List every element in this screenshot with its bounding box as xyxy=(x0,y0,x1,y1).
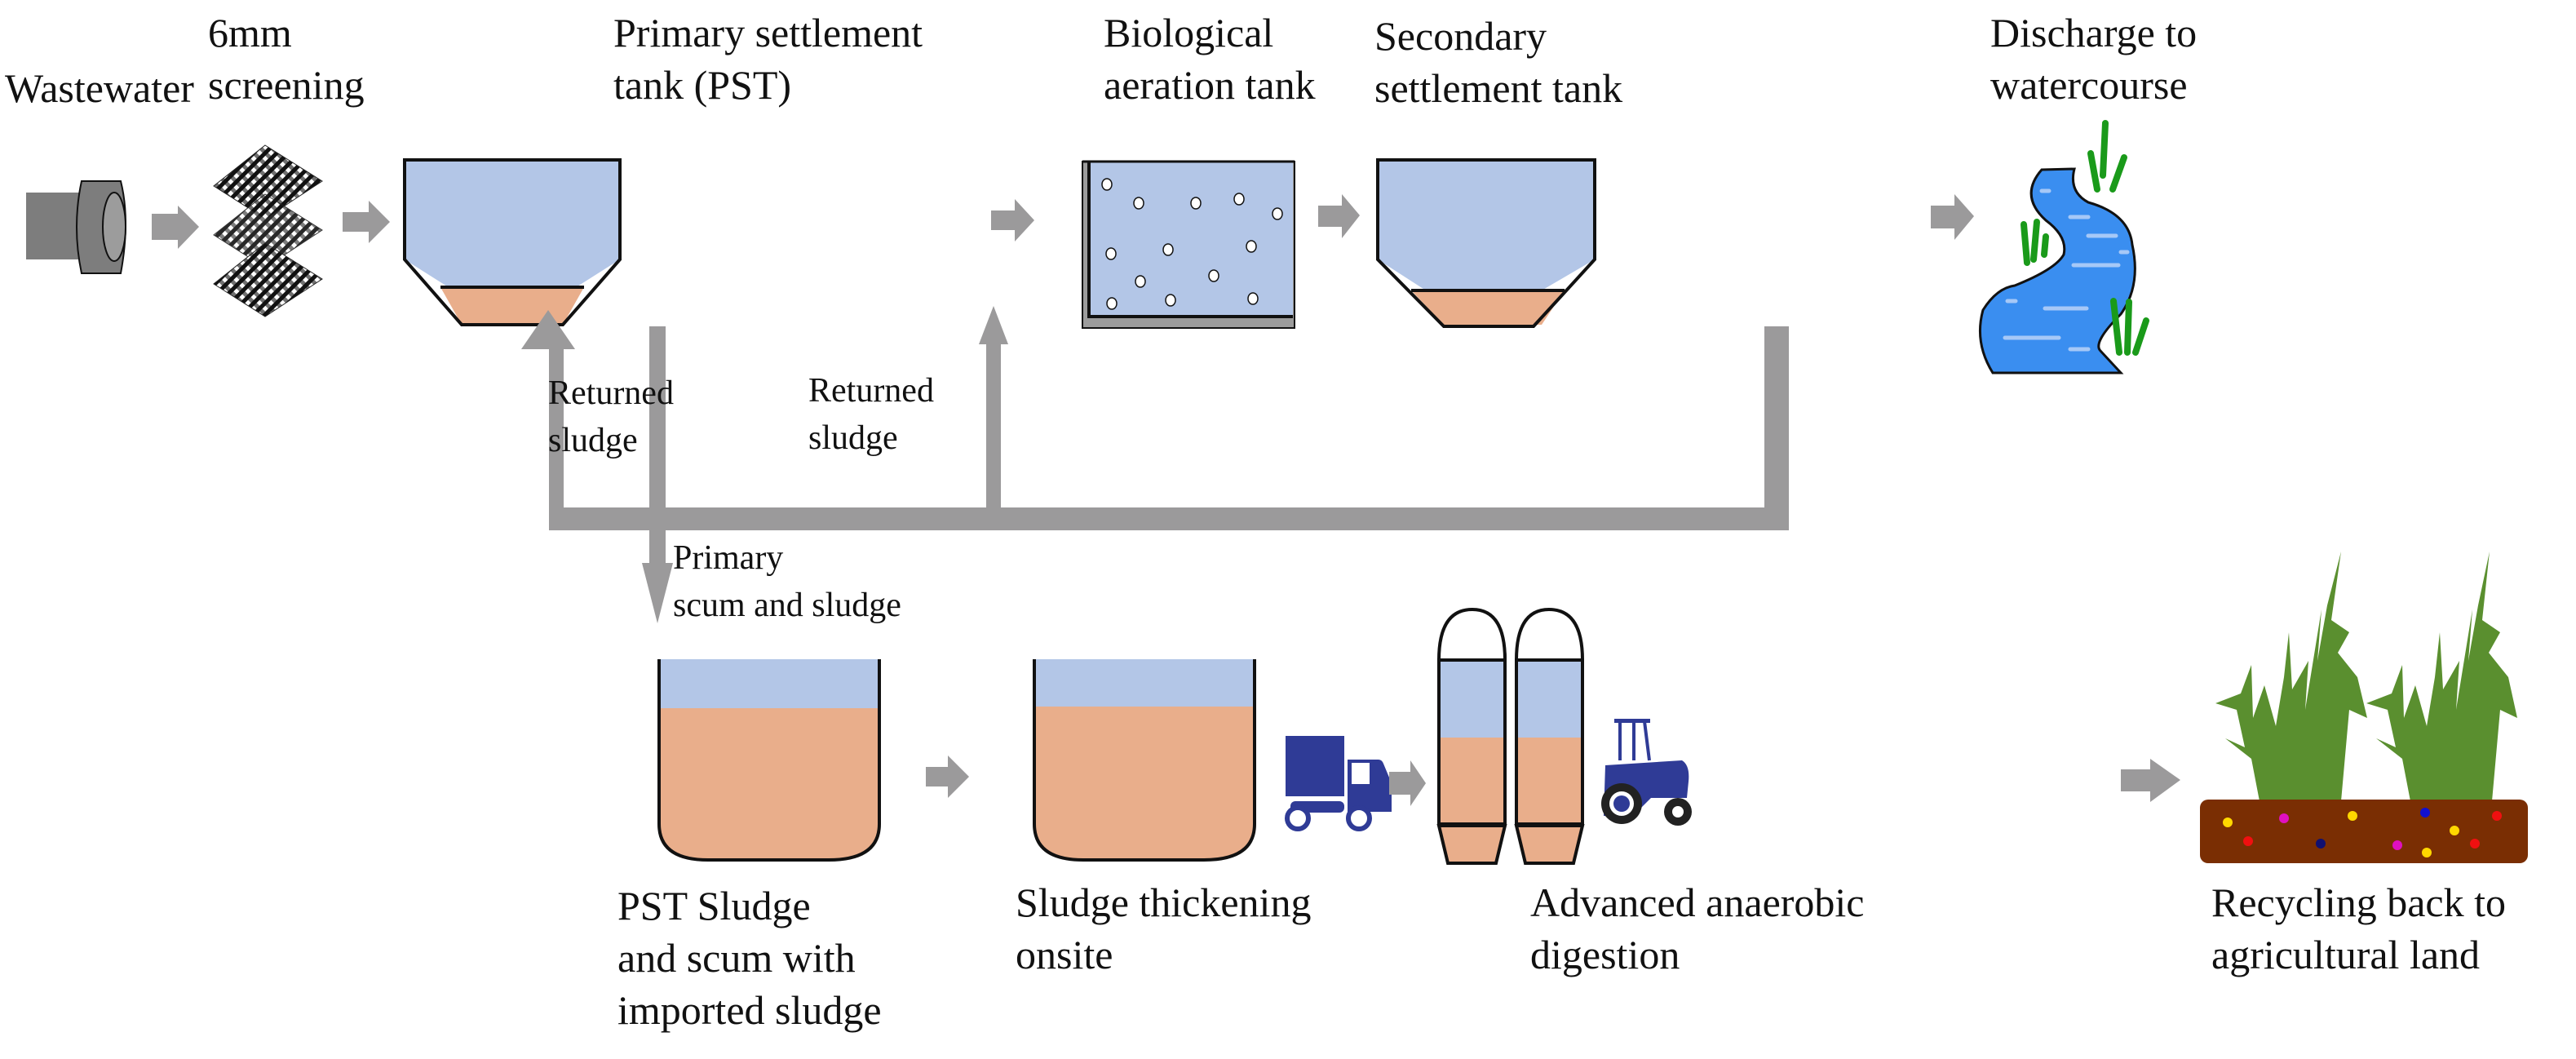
crops-icon xyxy=(2200,552,2528,863)
label-line: sludge xyxy=(548,422,638,459)
digester-icon xyxy=(1436,607,1585,865)
label-line: Recycling back to xyxy=(2211,880,2506,925)
label-line: 6mm xyxy=(208,10,292,55)
label-discharge: Discharge to watercourse xyxy=(1990,7,2197,111)
label-line: screening xyxy=(208,62,365,108)
label-recycling: Recycling back to agricultural land xyxy=(2211,876,2506,981)
flow-arrow xyxy=(926,755,969,798)
label-primary-scum: Primary scum and sludge xyxy=(673,534,901,629)
label-secondary-tank: Secondary settlement tank xyxy=(1374,10,1622,114)
label-line: sludge xyxy=(808,419,898,457)
label-line: watercourse xyxy=(1990,62,2188,108)
label-line: digestion xyxy=(1530,932,1680,977)
label-returned-sludge-1: Returned sludge xyxy=(548,370,674,464)
sludge-tank-icon xyxy=(657,659,881,862)
air-bubbles xyxy=(1101,178,1283,310)
label-line: agricultural land xyxy=(2211,932,2481,977)
pipe-icon xyxy=(26,180,126,274)
crop-plants xyxy=(2215,552,2517,801)
tractor-icon xyxy=(1601,719,1692,826)
soil xyxy=(2200,800,2528,863)
label-line: Sludge thickening xyxy=(1016,880,1312,925)
label-line: Primary settlement xyxy=(613,10,923,55)
river-icon xyxy=(1978,120,2149,374)
truck-icon xyxy=(1285,736,1392,831)
label-pst-sludge: PST Sludge and scum with imported sludge xyxy=(617,880,882,1036)
aeration-tank xyxy=(1082,160,1295,329)
label-line: aeration tank xyxy=(1104,62,1316,108)
mesh-screen-icon xyxy=(213,144,323,317)
label-primary-tank: Primary settlement tank (PST) xyxy=(613,7,923,111)
flow-arrow xyxy=(2121,759,2180,802)
label-line: settlement tank xyxy=(1374,65,1623,111)
label-thickening: Sludge thickening onsite xyxy=(1016,876,1311,981)
label-line: Primary xyxy=(673,539,784,577)
label-returned-sludge-2: Returned sludge xyxy=(808,367,934,462)
label-line: scum and sludge xyxy=(673,587,901,624)
thickening-tank-icon xyxy=(1033,659,1256,862)
label-aeration-tank: Biological aeration tank xyxy=(1104,7,1316,111)
flow-arrow xyxy=(1931,194,1974,240)
label-line: onsite xyxy=(1016,932,1113,977)
label-line: Returned xyxy=(808,372,934,410)
label-line: tank (PST) xyxy=(613,62,792,108)
flow-arrow xyxy=(1389,760,1426,806)
flow-arrow xyxy=(343,201,390,243)
label-line: Secondary xyxy=(1374,13,1547,59)
label-screening: 6mm screening xyxy=(208,7,365,111)
sludge-flow-pipes xyxy=(521,306,1789,623)
primary-settlement-tank xyxy=(403,158,622,326)
flow-arrow xyxy=(991,199,1034,241)
secondary-settlement-tank xyxy=(1376,158,1596,328)
flow-arrow xyxy=(152,206,199,249)
label-line: Wastewater xyxy=(5,65,194,111)
label-line: imported sludge xyxy=(617,987,882,1033)
label-line: Returned xyxy=(548,374,674,412)
label-line: Biological xyxy=(1104,10,1274,55)
label-line: PST Sludge xyxy=(617,883,811,928)
label-line: and scum with xyxy=(617,935,856,981)
label-wastewater: Wastewater xyxy=(5,62,194,114)
nutrient-dots xyxy=(2223,808,2502,857)
flow-arrow xyxy=(1318,194,1360,238)
grass-icon xyxy=(2021,120,2149,356)
label-line: Advanced anaerobic xyxy=(1530,880,1865,925)
label-digestion: Advanced anaerobic digestion xyxy=(1530,876,1865,981)
label-line: Discharge to xyxy=(1990,10,2198,55)
